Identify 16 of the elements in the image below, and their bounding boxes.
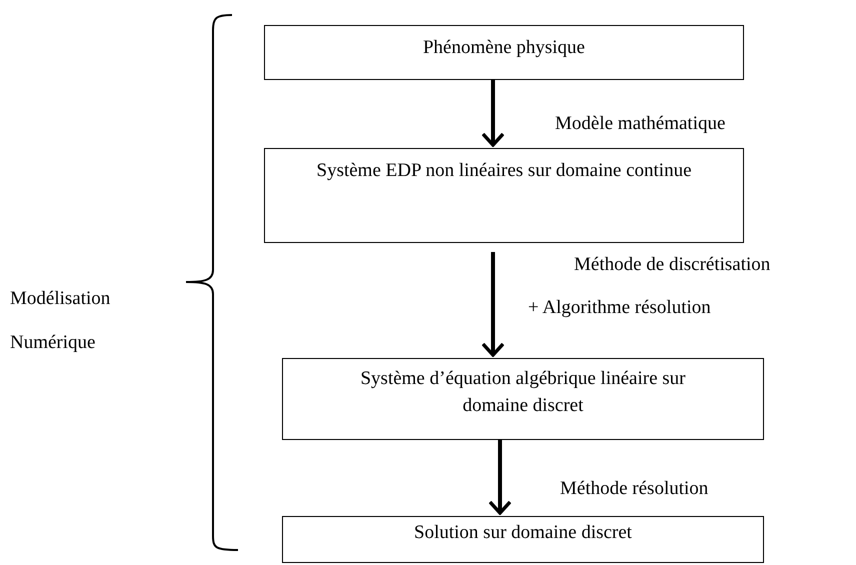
box-text: Solution sur domaine discret bbox=[414, 521, 632, 545]
edge-label: Modèle mathématique bbox=[555, 113, 726, 135]
box-text: Système d’équation algébrique linéaire sur domaine discret bbox=[359, 367, 686, 418]
process-box bbox=[264, 25, 744, 80]
edge-label: Méthode de discrétisation bbox=[574, 254, 770, 276]
process-box bbox=[282, 516, 764, 563]
edge-label: Méthode résolution bbox=[560, 478, 708, 500]
arrow bbox=[481, 80, 505, 147]
bracket-label: Modélisation Numérique bbox=[10, 287, 112, 355]
box-text: Système EDP non linéaires sur domaine continue bbox=[316, 159, 692, 183]
process-box bbox=[282, 358, 764, 440]
arrow bbox=[481, 252, 505, 357]
arrow bbox=[488, 440, 512, 515]
process-box bbox=[264, 148, 744, 243]
annotation-text: + Algorithme résolution bbox=[528, 297, 711, 319]
box-text: Phénomène physique bbox=[422, 36, 585, 60]
